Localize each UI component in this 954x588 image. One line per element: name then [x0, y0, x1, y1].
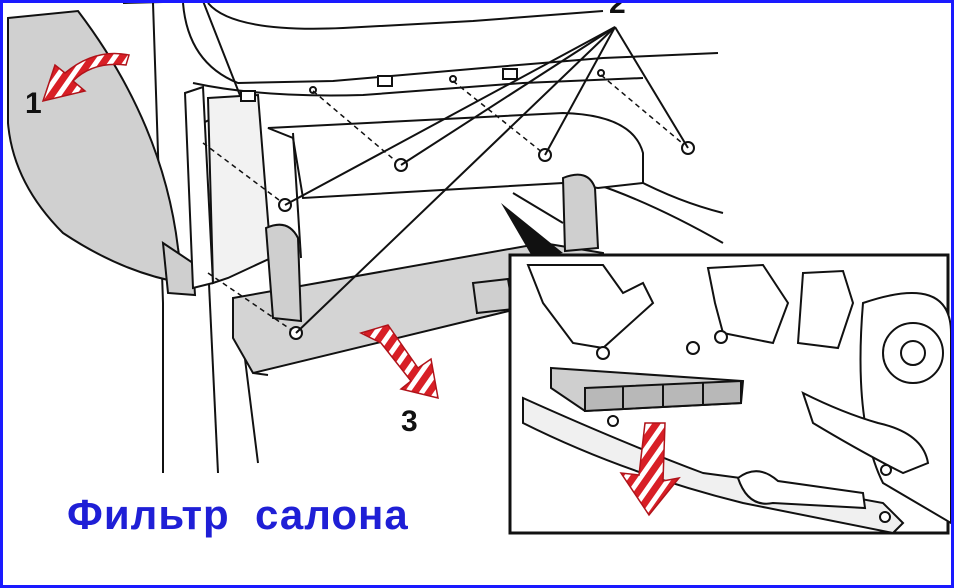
mounting-clips	[240, 68, 605, 102]
cabin-filter-cartridge	[550, 366, 745, 413]
inset-pointer	[501, 203, 563, 258]
callout-3: 3	[401, 405, 418, 438]
curved-red-arrow-icon	[41, 52, 130, 103]
inset-detail	[508, 253, 951, 535]
diagram-caption: Фильтр салона	[67, 491, 409, 538]
red-arrow-down-icon	[619, 422, 681, 517]
cabin-filter-diagram	[7, 3, 951, 535]
callout-2-leaders	[284, 26, 689, 334]
side-trim-cover	[7, 9, 197, 297]
red-arrow-down-right-icon	[358, 324, 439, 400]
callout-2: 2	[609, 0, 626, 20]
callout-1: 1	[25, 87, 42, 120]
